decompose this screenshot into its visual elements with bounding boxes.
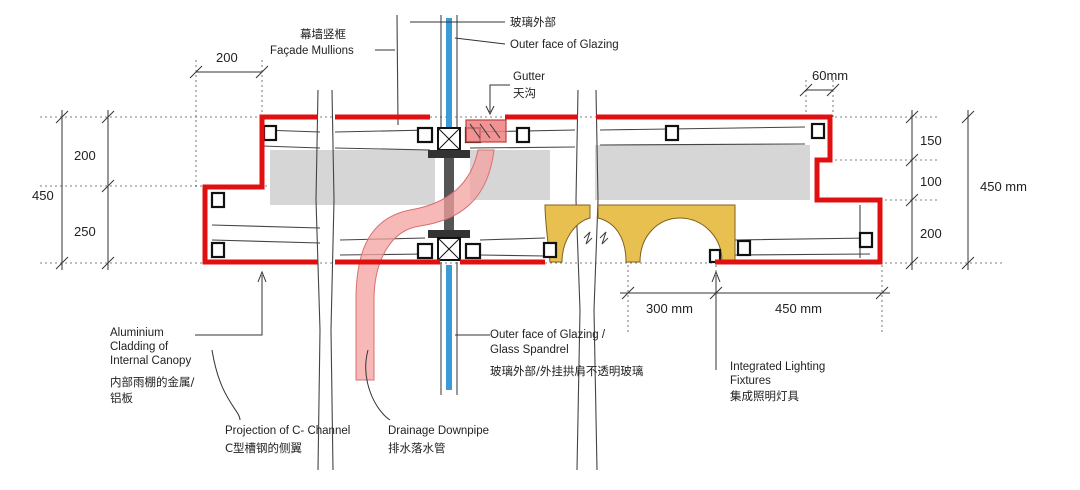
glazing — [440, 15, 458, 395]
canopy-outline — [202, 114, 883, 265]
outline-right — [596, 114, 883, 265]
dim-bottom-left: 300 mm — [646, 301, 693, 316]
break-marks — [583, 231, 609, 245]
mullion-line-left — [315, 89, 321, 471]
break-line-left — [575, 89, 581, 471]
break-line-right — [593, 89, 599, 471]
dim-bottom-right: 450 mm — [775, 301, 822, 316]
canopy-shade-right — [595, 145, 810, 200]
label-spandrel-cn: 玻璃外部/外挂拱肩不透明玻璃 — [490, 364, 643, 378]
dim-left-lower: 250 — [74, 224, 96, 239]
lighting-fixtures — [544, 204, 736, 263]
drainage-downpipe — [355, 149, 495, 381]
label-downpipe-en: Drainage Downpipe — [388, 425, 489, 437]
dim-right-upper: 150 — [920, 133, 942, 148]
leader-lines — [195, 21, 721, 421]
glazing-lower — [446, 265, 452, 390]
glazing-upper — [446, 18, 452, 128]
mullion-line-left-2 — [330, 89, 335, 471]
dim-left-total: 450 — [32, 188, 54, 203]
label-downpipe-cn: 排水落水管 — [388, 441, 446, 455]
label-lighting-en-1: Integrated Lighting — [730, 361, 825, 373]
dimension-values: 200 60mm 200 450 250 150 100 200 450 mm … — [32, 50, 1027, 316]
outline-left — [202, 114, 318, 265]
dim-top-left-width: 200 — [216, 50, 238, 65]
label-glazing-top-en: Outer face of Glazing — [510, 39, 619, 51]
label-glazing-top-cn: 玻璃外部 — [510, 15, 556, 29]
label-lighting-cn: 集成照明灯具 — [730, 389, 799, 403]
lighting-fixture-right — [597, 204, 736, 263]
label-cladding-en-3: Internal Canopy — [110, 355, 191, 367]
dim-right-total: 450 mm — [980, 179, 1027, 194]
canopy-shading — [270, 145, 810, 205]
dimension-lines — [55, 65, 975, 300]
annotations: 幕墙竖框 Façade Mullions 玻璃外部 Outer face of … — [110, 15, 825, 455]
label-spandrel-en-2: Glass Spandrel — [490, 344, 569, 356]
dim-right-middle: 100 — [920, 174, 942, 189]
label-cladding-cn-1: 内部雨棚的金属/ — [110, 375, 194, 389]
label-cladding-cn-2: 铝板 — [110, 391, 133, 405]
gutter — [465, 119, 507, 143]
label-mullion-cn: 幕墙竖框 — [300, 27, 346, 41]
label-gutter-en: Gutter — [513, 71, 545, 83]
dim-top-right-width: 60mm — [812, 68, 848, 83]
label-cchannel-en: Projection of C- Channel — [225, 425, 350, 437]
label-cladding-en-1: Aluminium — [110, 327, 164, 339]
label-spandrel-en-1: Outer face of Glazing / — [490, 329, 606, 341]
dim-left-upper: 200 — [74, 148, 96, 163]
canopy-shade-left — [270, 150, 435, 205]
label-cchannel-cn: C型槽钢的侧翼 — [225, 441, 302, 455]
label-cladding-en-2: Cladding of — [110, 341, 169, 353]
label-lighting-en-2: Fixtures — [730, 375, 771, 387]
label-gutter-cn: 天沟 — [513, 86, 536, 100]
mullion-line-upper — [396, 14, 399, 126]
fixing-brackets — [210, 122, 874, 264]
vertical-structure — [315, 14, 599, 471]
dim-right-lower: 200 — [920, 226, 942, 241]
label-mullion-en: Façade Mullions — [270, 45, 354, 57]
